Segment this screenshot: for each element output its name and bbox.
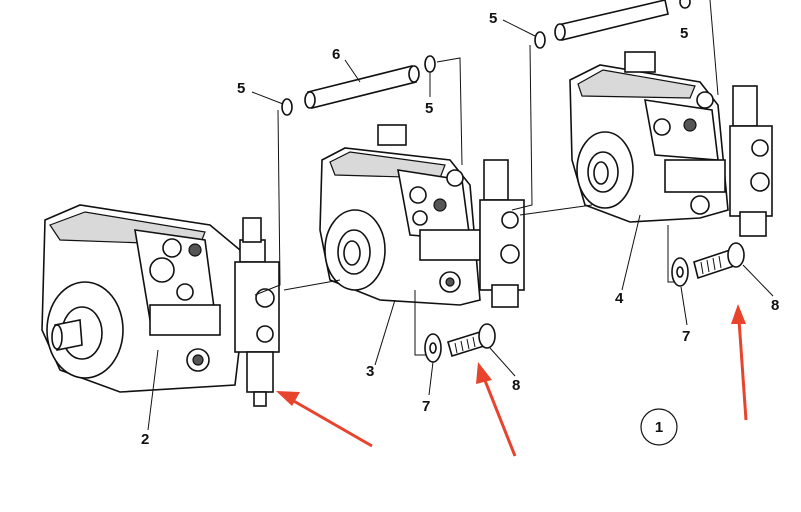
arrow-head	[476, 362, 492, 384]
label-part-5: 5	[489, 10, 497, 27]
assembly-lines	[254, 0, 719, 356]
label-part-8: 8	[512, 377, 520, 394]
o-ring-5c	[534, 31, 546, 49]
leader-lines	[147, 19, 774, 431]
label-part-7: 7	[422, 398, 430, 415]
washer-7-front	[424, 333, 442, 363]
o-ring-5a	[281, 98, 293, 116]
label-part-5: 5	[680, 25, 688, 42]
bolt-8-front	[447, 323, 496, 358]
pump-2	[41, 204, 280, 407]
label-part-8: 8	[771, 297, 779, 314]
arrow-shaft	[737, 319, 748, 421]
pump-4	[569, 51, 773, 237]
label-part-5: 5	[237, 80, 245, 97]
view-number: 1	[655, 419, 663, 436]
bolt-8-back	[693, 242, 745, 280]
label-part-4: 4	[615, 290, 624, 307]
label-part-5: 5	[425, 100, 433, 117]
red-arrows	[276, 304, 748, 457]
pipe-6-back	[554, 0, 669, 41]
arrow-shaft	[482, 377, 517, 457]
washer-7-back	[671, 257, 689, 287]
pipe-6-front	[304, 65, 420, 109]
view-number-badge: 1	[640, 408, 678, 446]
pump-3	[319, 124, 525, 308]
label-part-2: 2	[141, 431, 149, 448]
arrow-shaft	[291, 398, 373, 448]
arrow-head	[276, 391, 300, 406]
label-part-6: 6	[332, 46, 340, 63]
label-part-3: 3	[366, 363, 374, 380]
arrow-head	[731, 304, 746, 324]
o-ring-5b	[424, 55, 436, 73]
o-ring-5d	[679, 0, 691, 9]
label-part-7: 7	[682, 328, 690, 345]
